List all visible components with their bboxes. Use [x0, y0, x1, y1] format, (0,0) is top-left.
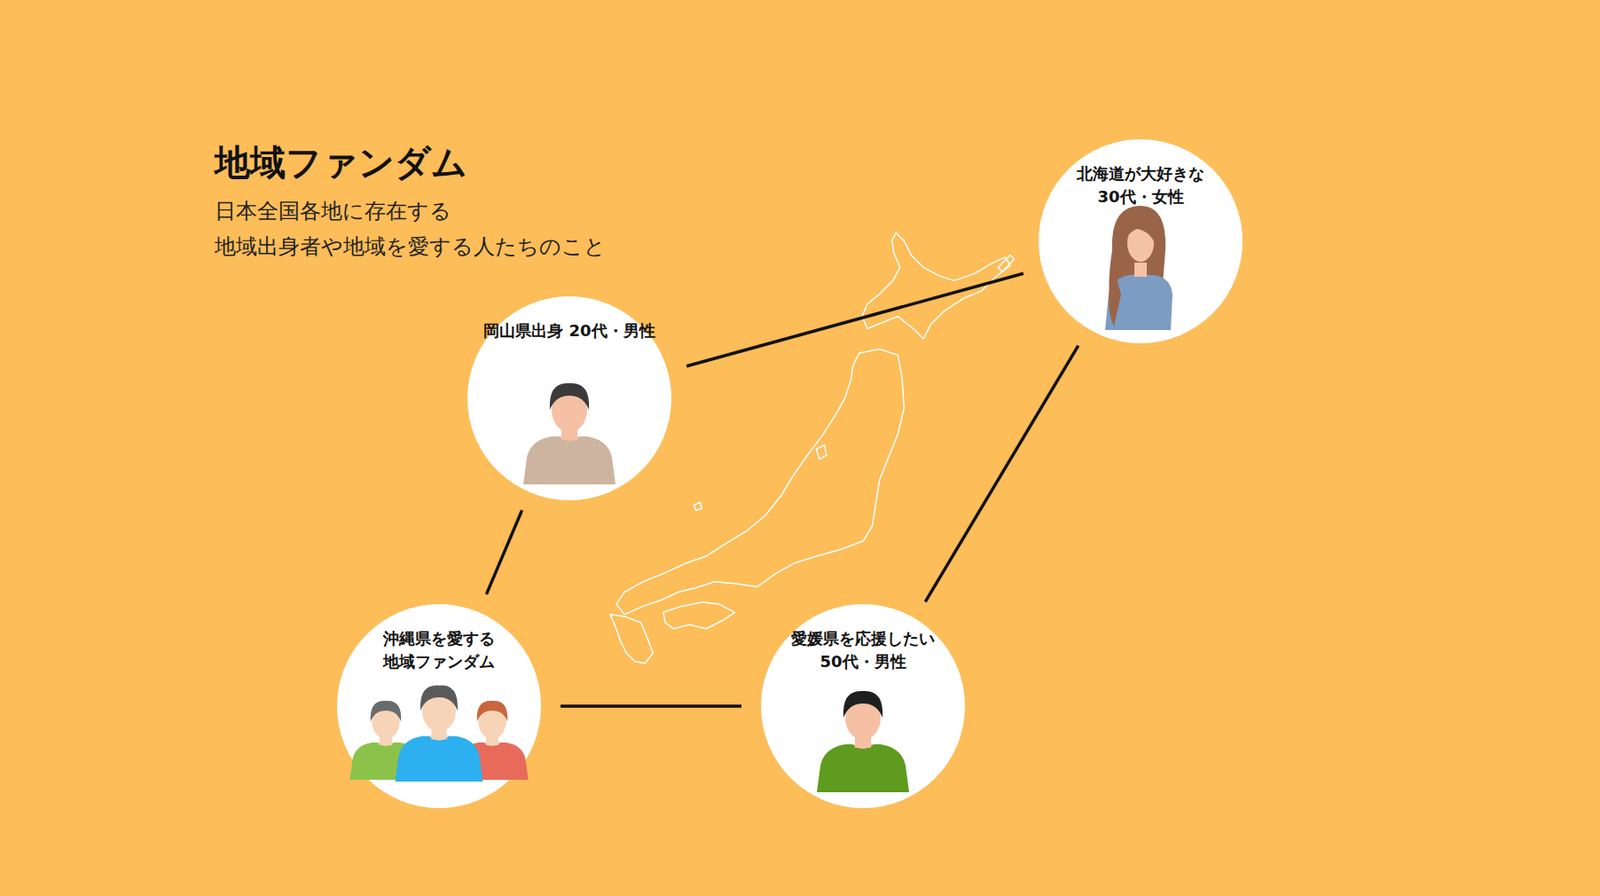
subtitle-line: 地域出身者や地域を愛する人たちのこと — [214, 232, 606, 261]
profile-label: 沖縄県を愛する 地域ファンダム — [350, 627, 528, 674]
link-line — [486, 509, 522, 595]
link-line — [925, 345, 1078, 603]
shikoku-outline — [663, 602, 736, 629]
profile-label: 愛媛県を応援したい 50代・男性 — [774, 627, 952, 674]
profile-label: 岡山県出身 20代・男性 — [480, 319, 659, 343]
kunashiri-island — [997, 255, 1014, 272]
profile-circle: 北海道が大好きな 30代・女性 — [1038, 139, 1243, 344]
link-line — [560, 704, 742, 708]
profile-circle: 岡山県出身 20代・男性 — [467, 296, 672, 501]
profile-circle: 沖縄県を愛する 地域ファンダム — [337, 603, 542, 808]
kyushu-outline — [610, 614, 653, 664]
sado-island — [815, 445, 827, 460]
profile-circle: 愛媛県を応援したい 50代・男性 — [760, 603, 965, 808]
subtitle-line: 日本全国各地に存在する — [214, 196, 452, 226]
hokkaido-outline — [862, 232, 1011, 339]
oki-island — [693, 501, 702, 510]
link-line — [686, 273, 1024, 366]
diagram-title: 地域ファンダム — [214, 138, 468, 188]
profile-label: 北海道が大好きな 30代・女性 — [1051, 162, 1230, 209]
